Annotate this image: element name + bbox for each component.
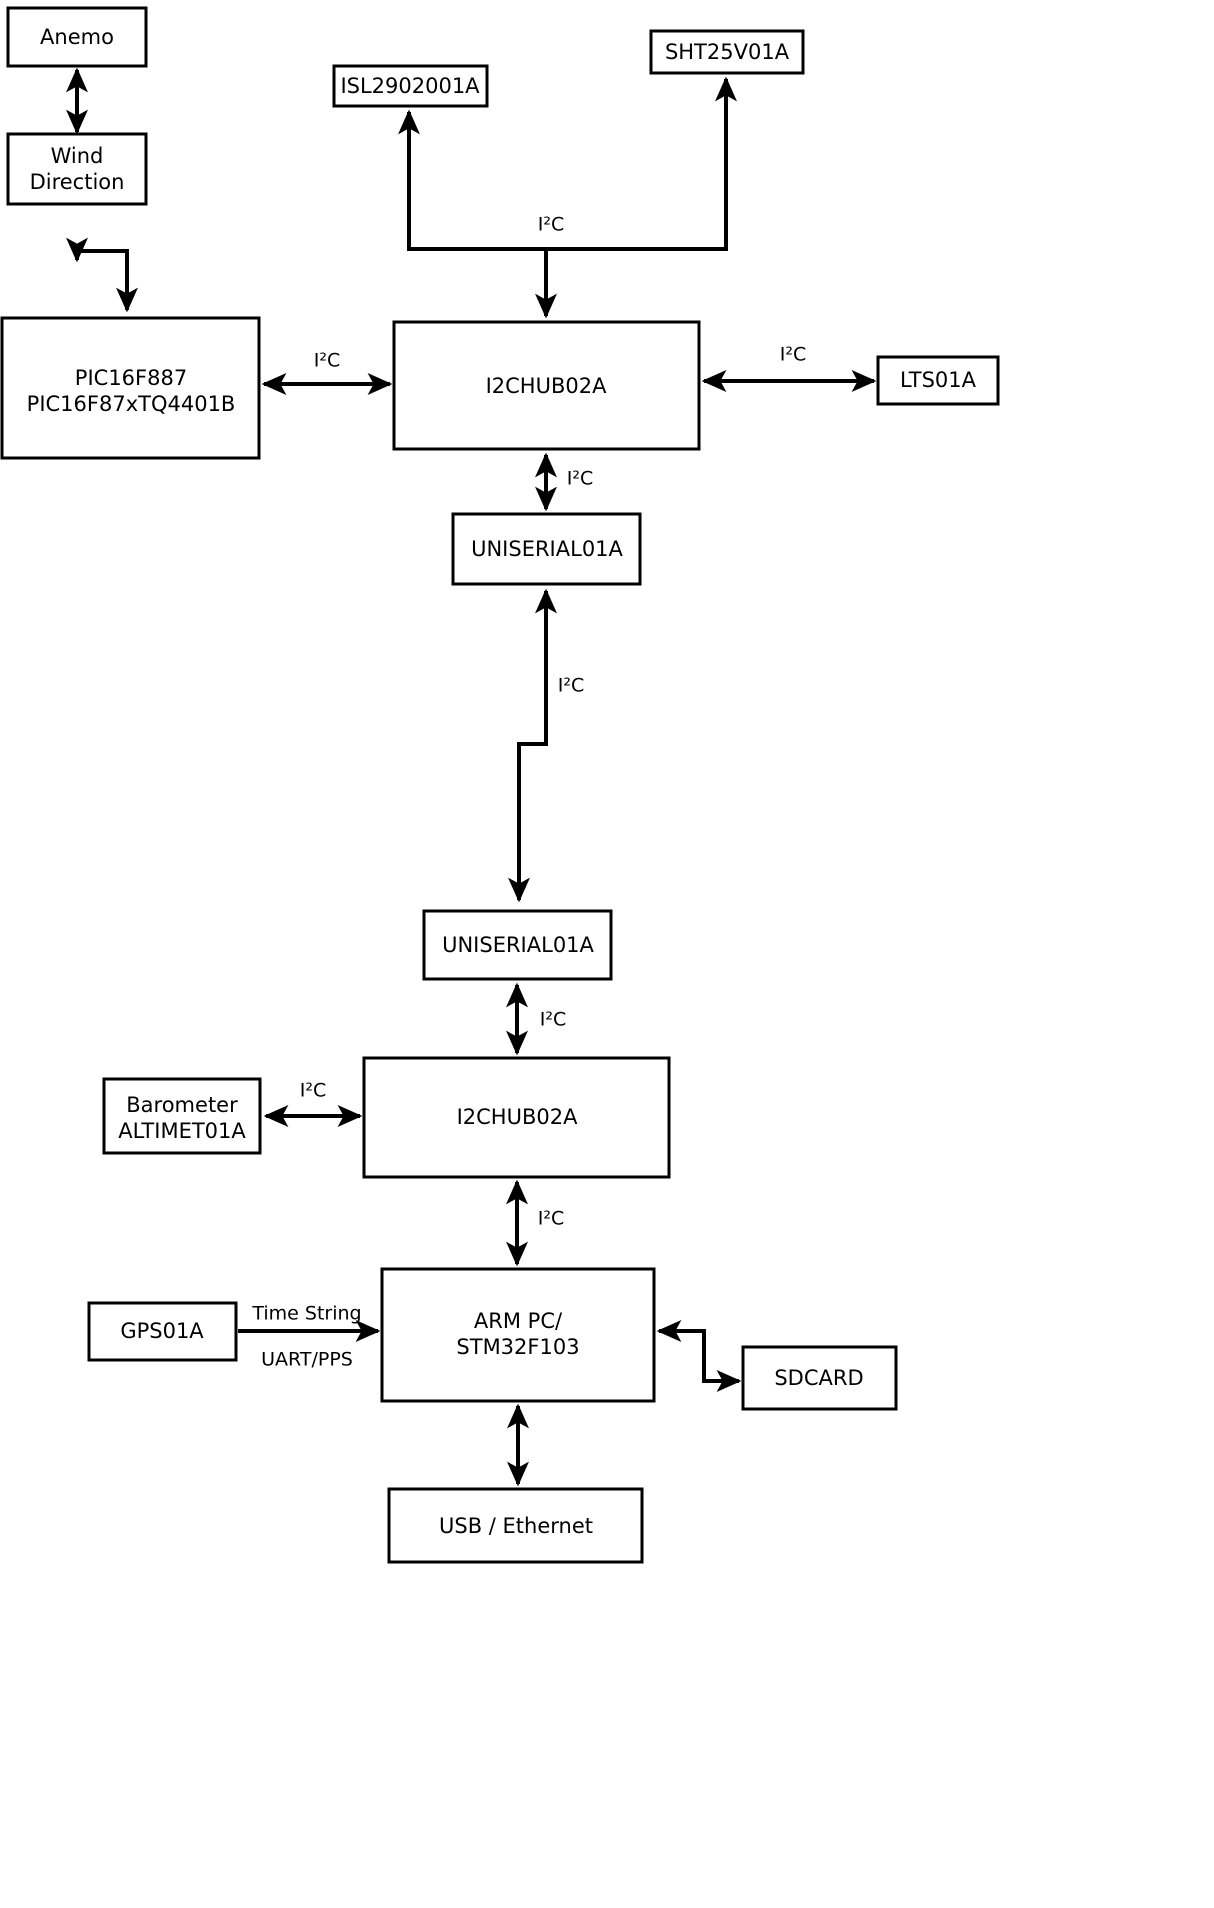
edge-line [508,588,558,903]
node-box [332,64,489,108]
node-box [102,1077,262,1155]
node-label-isl2902001a: ISL2902001A [340,74,480,98]
edge-label-i2c-uniserial-link: I²C [558,675,585,697]
node-i2chub02a-bottom[interactable]: I2CHUB02A [362,1056,671,1179]
edge-pic-i2chub-top: I²C [261,350,393,395]
node-box [87,1301,238,1362]
edge-label-i2c-hubb-uniserial: I²C [540,1009,567,1031]
node-label-gps01a: GPS01A [120,1319,204,1343]
node-arm-pc-stm32f103[interactable]: ARM PC/ STM32F103 [380,1267,656,1403]
node-label-wind-direction-line2: Direction [30,170,125,194]
node-label-usb-ethernet: USB / Ethernet [439,1514,593,1538]
node-box [741,1345,898,1411]
node-uniserial01a-lower[interactable]: UNISERIAL01A [422,909,613,981]
node-barometer-altimet01a[interactable]: Barometer ALTIMET01A [102,1077,262,1155]
edge-label-time-string: Time String [251,1303,361,1325]
node-label-uniserial01a-lower: UNISERIAL01A [442,933,594,957]
node-box [6,132,148,206]
node-label-lts01a: LTS01A [900,368,977,392]
edge-i2chub-bottom-armpc: I²C [506,1179,565,1267]
node-usb-ethernet[interactable]: USB / Ethernet [387,1487,644,1564]
node-label-wind-direction-line1: Wind [51,144,104,168]
node-pic16f887[interactable]: PIC16F887 PIC16F87xTQ4401B [0,316,261,460]
edge-label-i2c-hub-uniserial: I²C [567,468,594,490]
node-isl2902001a[interactable]: ISL2902001A [332,64,489,108]
node-label-pic-line2: PIC16F87xTQ4401B [27,392,236,416]
edge-label-i2c-hub-lts: I²C [780,344,807,366]
edge-line [656,1319,742,1392]
node-sht25v01a[interactable]: SHT25V01A [649,29,805,75]
node-label-i2chub02a-bottom: I2CHUB02A [457,1105,579,1129]
edge-wind-direction-pic [65,237,139,313]
node-uniserial01a-upper[interactable]: UNISERIAL01A [451,512,642,586]
node-box [0,316,261,460]
node-box [6,6,148,68]
edge-label-i2c-pic-hub: I²C [314,350,341,372]
node-label-sdcard: SDCARD [774,1366,863,1390]
node-label-uniserial01a-upper: UNISERIAL01A [471,537,623,561]
edge-i2chub-bottom-uniserial-lower: I²C [506,982,567,1056]
node-wind-direction[interactable]: Wind Direction [6,132,148,206]
node-gps01a[interactable]: GPS01A [87,1301,238,1362]
node-box [387,1487,644,1564]
edge-i2chub-top-uniserial-upper: I²C [535,452,594,512]
node-label-pic-line1: PIC16F887 [75,366,187,390]
node-box [392,320,701,451]
node-label-sht25v01a: SHT25V01A [665,40,790,64]
node-box [422,909,613,981]
edge-barometer-i2chub-bottom: I²C [263,1080,363,1127]
node-label-armpc-line1: ARM PC/ [474,1309,563,1333]
edge-line [65,237,139,313]
edge-i2c-bus-riser: I²C [397,76,737,319]
node-box [380,1267,656,1403]
edge-i2chub-top-lts: I²C [701,344,877,392]
node-box [451,512,642,586]
node-i2chub02a-top[interactable]: I2CHUB02A [392,320,701,451]
node-label-i2chub02a-top: I2CHUB02A [486,374,608,398]
node-label-armpc-line2: STM32F103 [456,1335,579,1359]
node-box [649,29,805,75]
edge-label-i2c-bus: I²C [538,214,565,236]
node-label-barometer-line1: Barometer [126,1093,238,1117]
edge-label-i2c-hubb-armpc: I²C [538,1208,565,1230]
node-label-barometer-line2: ALTIMET01A [118,1119,246,1143]
node-sdcard[interactable]: SDCARD [741,1345,898,1411]
edge-label-i2c-baro-hub: I²C [300,1080,327,1102]
node-box [876,355,1000,406]
node-lts01a[interactable]: LTS01A [876,355,1000,406]
edge-armpc-sdcard [656,1319,742,1392]
edge-uniserial-lower-to-upper: I²C [508,588,585,903]
edge-gps-armpc: Time String UART/PPS [238,1303,381,1371]
node-label-anemo: Anemo [40,25,114,49]
edge-label-uart-pps: UART/PPS [261,1349,353,1371]
node-anemo[interactable]: Anemo [6,6,148,68]
node-box [362,1056,671,1179]
